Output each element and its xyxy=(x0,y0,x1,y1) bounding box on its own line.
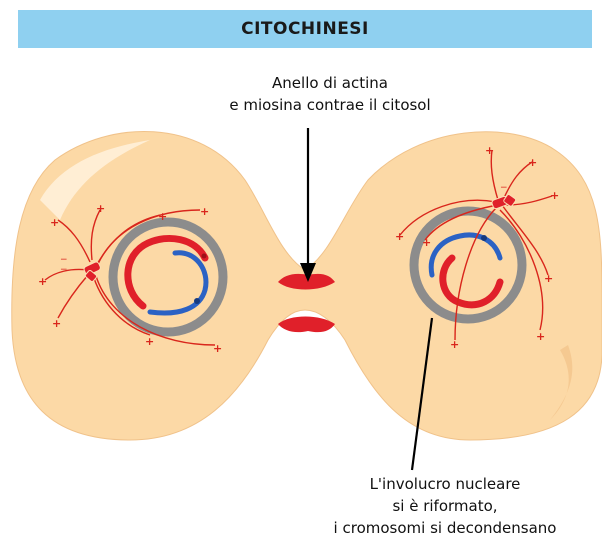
left-centromere-blue xyxy=(194,298,200,304)
svg-text:+: + xyxy=(158,210,167,223)
actin-ring-label-line-2: e miosina contrae il citosol xyxy=(195,94,465,116)
svg-text:+: + xyxy=(536,330,545,343)
nuclear-envelope-label-line-3: i cromosomi si decondensano xyxy=(290,517,600,539)
svg-text:+: + xyxy=(550,189,559,202)
svg-text:+: + xyxy=(96,202,105,215)
svg-text:+: + xyxy=(213,342,222,355)
right-centromere-blue xyxy=(481,235,487,241)
svg-text:+: + xyxy=(38,275,47,288)
svg-text:+: + xyxy=(52,317,61,330)
svg-text:+: + xyxy=(145,335,154,348)
actin-ring-label-line-1: Anello di actina xyxy=(195,72,465,94)
svg-text:+: + xyxy=(422,236,431,249)
svg-text:+: + xyxy=(200,205,209,218)
nuclear-envelope-label-line-1: L'involucro nucleare xyxy=(290,473,600,495)
svg-text:+: + xyxy=(544,272,553,285)
nuclear-envelope-label-line-2: si è riformato, xyxy=(290,495,600,517)
svg-text:+: + xyxy=(50,216,59,229)
actin-ring-label: Anello di actina e miosina contrae il ci… xyxy=(195,72,465,116)
svg-text:−: − xyxy=(60,265,68,275)
svg-text:−: − xyxy=(500,183,508,193)
svg-text:−: − xyxy=(60,255,68,265)
svg-text:+: + xyxy=(395,230,404,243)
svg-text:+: + xyxy=(450,338,459,351)
nuclear-envelope-label: L'involucro nucleare si è riformato, i c… xyxy=(290,473,600,539)
svg-text:+: + xyxy=(485,144,494,157)
left-centromere-red xyxy=(202,254,207,259)
svg-text:+: + xyxy=(528,156,537,169)
